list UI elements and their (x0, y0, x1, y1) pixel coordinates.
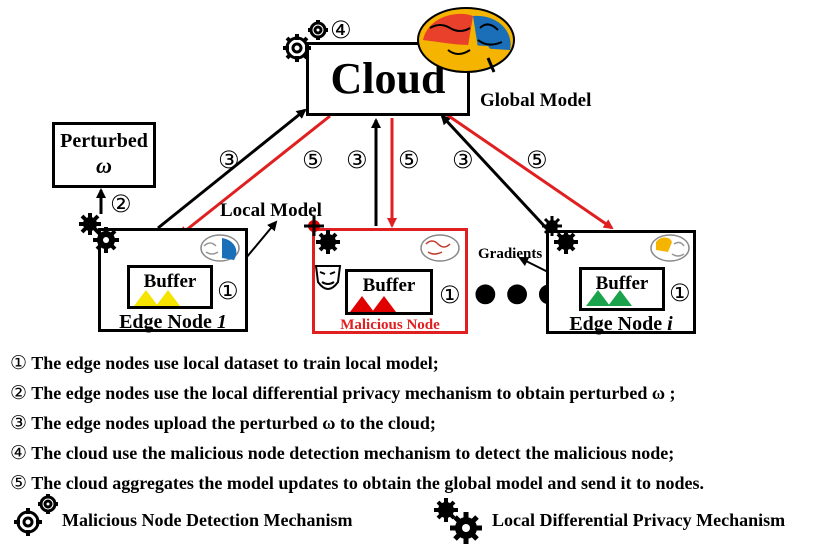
cloud-step-marker: ④ (330, 16, 352, 44)
step-1: ① The edge nodes use local dataset to tr… (10, 352, 439, 374)
legend-ldp-label: Local Differential Privacy Mechanism (492, 510, 786, 530)
edge-node-i-title: Edge Node i (569, 313, 673, 335)
upload-arrow-right (440, 114, 550, 232)
aggregate-marker-middle: ⑤ (398, 146, 420, 174)
malicious-node-step-marker: ① (439, 281, 461, 309)
step-2: ② The edge nodes use the local different… (10, 382, 676, 404)
local-model-label: Local Model (220, 200, 322, 221)
cloud-label: Cloud (330, 54, 446, 103)
perturbed-omega: ω (96, 153, 112, 178)
buffer-label: Buffer (143, 271, 197, 292)
upload-arrow-left (157, 108, 307, 230)
edge-node-1-step-marker: ① (217, 277, 239, 305)
buffer-label: Buffer (362, 275, 416, 296)
step-3: ③ The edge nodes upload the perturbed ω … (10, 412, 436, 434)
edge-node-1-title: Edge Node 1 (119, 311, 227, 333)
edge-node-i-step-marker: ① (669, 279, 691, 307)
step-5: ⑤ The cloud aggregates the model updates… (10, 472, 704, 494)
aggregate-arrow-right (439, 108, 614, 230)
aggregate-marker-left: ⑤ (302, 146, 324, 174)
upload-marker-middle: ③ (346, 146, 368, 174)
malicious-node-title: Malicious Node (340, 317, 440, 333)
perturbed-box: Perturbed ω (52, 122, 156, 188)
local-model-arrow (245, 220, 278, 259)
aggregate-arrow-left (178, 114, 331, 237)
upload-marker-left: ③ (218, 146, 240, 174)
upload-marker-right: ③ (452, 146, 474, 174)
perturbed-step-marker: ② (110, 190, 132, 218)
gradients-label: Gradients (478, 246, 543, 262)
perturbed-label: Perturbed (60, 130, 148, 152)
legend-detection-label: Malicious Node Detection Mechanism (62, 510, 353, 530)
buffer-label: Buffer (595, 273, 649, 294)
ellipsis: ● ● ● (474, 278, 561, 308)
step-4: ④ The cloud use the malicious node detec… (10, 442, 675, 464)
global-model-label: Global Model (480, 90, 592, 111)
aggregate-marker-right: ⑤ (526, 146, 548, 174)
